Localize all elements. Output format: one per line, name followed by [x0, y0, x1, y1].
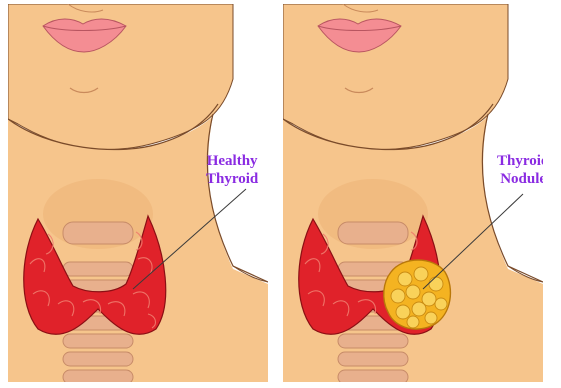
healthy-thyroid-label: Healthy Thyroid [206, 152, 258, 188]
label-line-2: Thyroid [206, 170, 258, 188]
healthy-thyroid-panel: Healthy Thyroid [8, 4, 268, 382]
label-line-1: Healthy [206, 152, 258, 170]
thyroid-nodule-label: Thyroid Nodule [497, 152, 543, 188]
healthy-thyroid-illustration [8, 4, 268, 382]
thyroid-nodule [384, 260, 451, 329]
thyroid-nodule-panel: Thyroid Nodule [283, 4, 543, 382]
thyroid-nodule-illustration [283, 4, 543, 382]
label-line-1: Thyroid [497, 152, 543, 170]
label-line-2: Nodule [497, 170, 543, 188]
